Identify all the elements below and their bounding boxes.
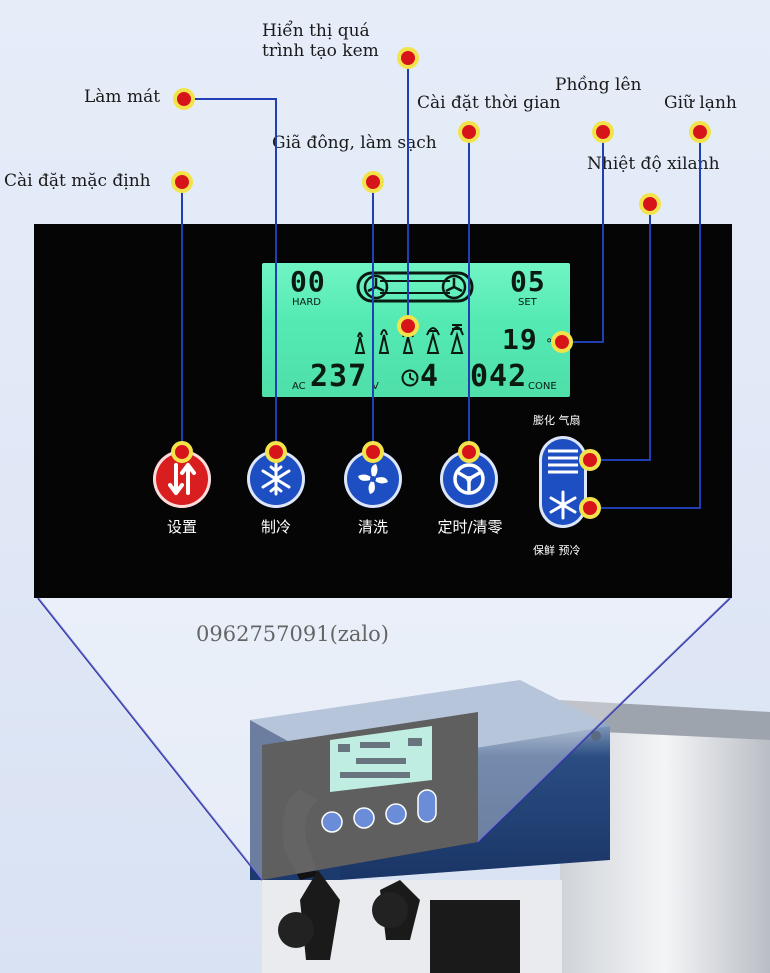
leader-giu-lanh — [590, 132, 701, 509]
auger-motor-icon — [356, 271, 474, 303]
side-rocker-switch[interactable] — [539, 436, 587, 528]
side-switch-bottom-label: 保鲜 预冷 — [533, 544, 581, 557]
cone-label: CONE — [528, 381, 557, 392]
callout-dot — [592, 121, 614, 143]
callout-cai-dat-thoi-gian: Cài đặt thời gian — [417, 93, 561, 113]
contact-phone: 0962757091(zalo) — [196, 622, 389, 646]
voltage-unit: V — [372, 381, 379, 392]
callout-hien-thi: Hiển thị quá trình tạo kem — [262, 21, 379, 61]
steering-wheel-icon — [453, 463, 485, 495]
cone-count-value: 042 — [470, 359, 528, 394]
clock-icon — [401, 369, 419, 387]
ac-label: AC — [292, 381, 306, 392]
callout-dot — [458, 441, 480, 463]
zoom-beam — [38, 598, 730, 880]
lcd-display: 00 HARD 05 SET 19 ℃ AC 237 V 4 042 CONE — [262, 263, 570, 397]
cleaning-button-label: 清洗 — [357, 518, 389, 536]
callout-dot — [397, 315, 419, 337]
leader-phong-len — [590, 204, 651, 461]
callout-giu-lanh: Giữ lạnh — [664, 93, 737, 113]
settings-button-label: 设置 — [166, 518, 198, 536]
callout-lam-mat: Làm mát — [84, 87, 161, 107]
fan-blade-icon — [358, 464, 388, 494]
callout-dot — [362, 171, 384, 193]
callout-dot — [265, 441, 287, 463]
timer-value: 4 — [420, 359, 440, 394]
callout-gia-dong: Giã đông, làm sạch — [272, 133, 437, 153]
callout-phong-len: Phồng lên — [555, 75, 642, 95]
callout-dot — [579, 497, 601, 519]
hardness-label: HARD — [292, 297, 322, 308]
leader-nhiet-do — [562, 132, 604, 343]
cooling-button-label: 制冷 — [260, 518, 292, 536]
set-label: SET — [518, 297, 537, 308]
callout-dot — [362, 441, 384, 463]
voltage-value: 237 — [310, 359, 368, 394]
callout-dot — [639, 193, 661, 215]
temperature-value: 19 — [502, 323, 538, 356]
callout-dot — [458, 121, 480, 143]
callout-dot — [171, 441, 193, 463]
snowflake-icon — [549, 490, 577, 520]
timer-reset-button-label: 定时/清零 — [437, 518, 503, 536]
air-pump-icon — [548, 449, 578, 474]
callout-dot — [689, 121, 711, 143]
up-down-arrows-icon — [168, 463, 196, 495]
callout-dot — [397, 47, 419, 69]
zoom-line-right — [477, 597, 731, 843]
callout-dot — [171, 171, 193, 193]
callout-nhiet-do: Nhiệt độ xilanh — [587, 154, 720, 174]
callout-dot — [173, 88, 195, 110]
callout-dot — [551, 331, 573, 353]
hardness-value: 00 — [290, 265, 326, 298]
set-value: 05 — [510, 265, 546, 298]
zoom-line-left — [37, 597, 263, 881]
side-switch-top-label: 膨化 气扇 — [533, 414, 581, 427]
snowflake-icon — [261, 462, 291, 496]
callout-hien-thi-text: Hiển thị quá trình tạo kem — [262, 21, 379, 61]
leader-lam-mat — [184, 98, 277, 452]
callout-dot — [579, 449, 601, 471]
callout-mac-dinh: Cài đặt mặc định — [4, 171, 151, 191]
